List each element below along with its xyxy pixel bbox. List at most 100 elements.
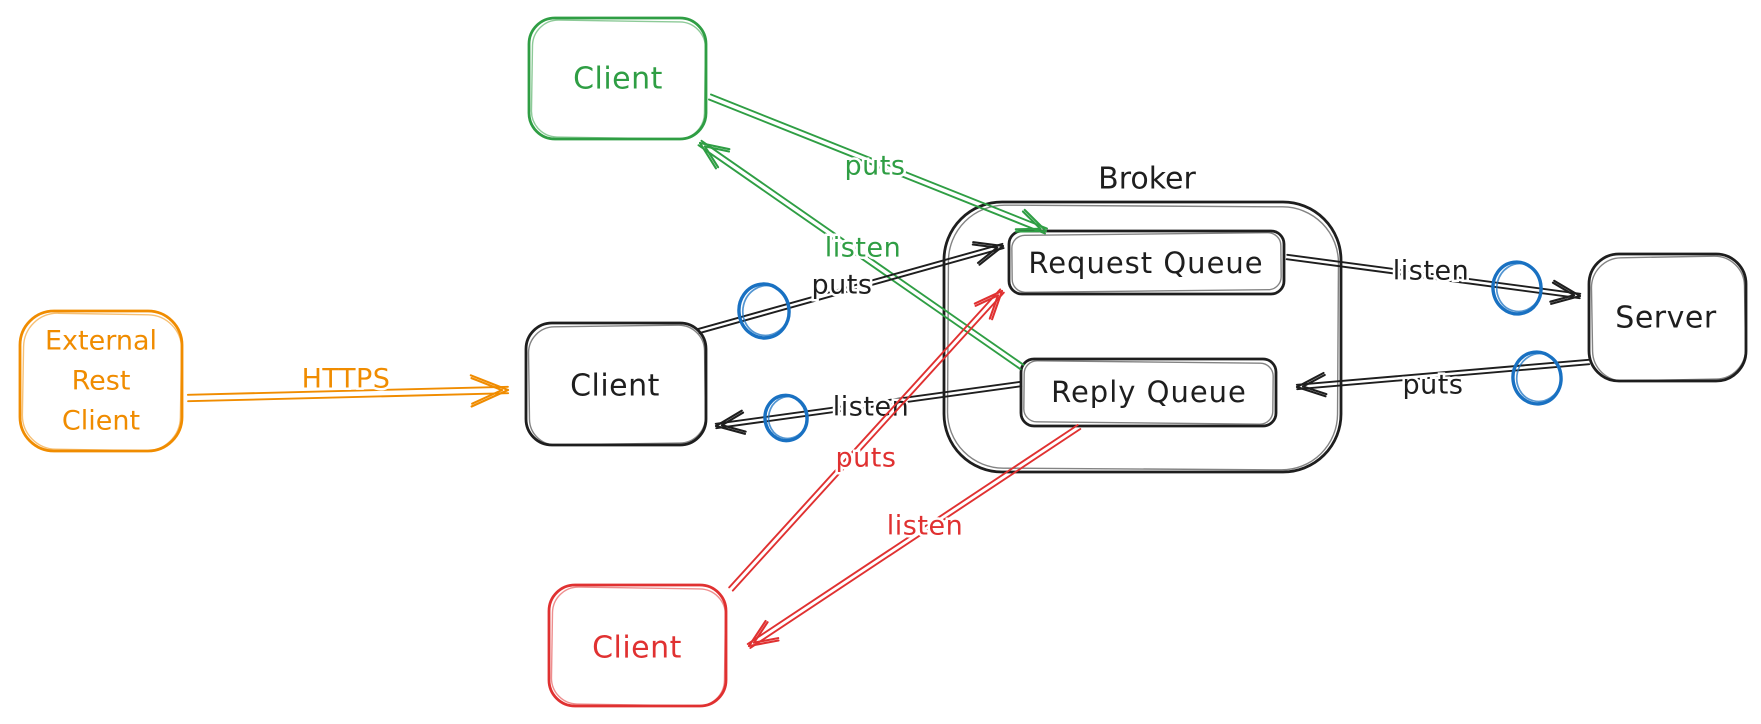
black-listen-right-arrowhead [1551,281,1576,297]
orange-https-arrowhead [469,374,510,392]
green-listen-arrowhead [698,141,718,170]
black-puts-right-arrowhead [1295,371,1325,389]
arrow-black-listen-right[interactable]: listen [1285,253,1582,317]
client-green-border[interactable] [527,16,708,141]
broker-border[interactable] [942,200,1343,474]
external-client-border-sketch [21,312,183,452]
server-border[interactable] [1587,252,1748,383]
orange-https-arrowhead [470,388,510,408]
message-circle-sketch [741,284,791,337]
external-client-border[interactable] [18,309,184,453]
arrow-red-listen[interactable]: listen [746,424,1082,649]
message-circle[interactable] [762,393,810,444]
request-queue-border-sketch [1011,232,1282,293]
reply-queue-border[interactable] [1019,357,1278,428]
black-listen-left-line [715,385,1023,430]
broker-border-sketch [946,204,1340,471]
green-listen-arrowhead [698,141,731,151]
red-listen-line [749,428,1082,649]
arrow-black-puts-left[interactable]: puts [697,241,1005,341]
black-listen-left-arrowhead [720,424,747,433]
red-puts-line [728,288,1002,589]
message-circle[interactable] [1510,349,1565,407]
client-green-border-sketch [530,19,707,140]
red-puts-arrowhead [973,289,1004,305]
black-puts-left-arrowhead [978,244,1005,266]
black-listen-right-arrowhead [1550,294,1582,305]
arrow-black-puts-right[interactable]: puts [1295,349,1591,407]
red-puts-label: puts [836,443,897,474]
request-queue-border[interactable] [1007,229,1286,296]
box-client-black[interactable]: Client [524,321,708,447]
client-red-border-sketch [550,586,727,707]
green-puts-arrowhead [1021,210,1042,230]
black-puts-left-arrowhead [976,246,999,264]
black-listen-left-arrowhead [720,411,745,427]
box-server[interactable]: Server [1587,252,1748,383]
black-puts-right-arrowhead [1301,385,1328,396]
client-red-border[interactable] [547,583,728,708]
black-puts-left-arrowhead [972,241,1005,248]
black-listen-left-arrowhead [714,424,747,435]
arrow-red-puts[interactable]: puts [728,288,1005,592]
box-request-queue[interactable]: Request Queue [1007,229,1286,296]
green-puts-line [710,93,1048,230]
black-listen-right-arrowhead [1549,294,1576,303]
red-listen-arrowhead [747,619,767,648]
red-listen-label: listen [887,511,963,542]
green-listen-arrowhead [703,145,720,169]
arrow-orange-https[interactable]: HTTPS [186,361,510,408]
orange-https-arrowhead [470,377,504,392]
external-client-label-line2: Rest [72,366,131,397]
green-listen-arrowhead [703,145,731,153]
broker-label: Broker [1098,162,1196,197]
green-listen-line [700,139,1025,366]
black-puts-right-arrowhead [1295,385,1327,398]
orange-https-label: HTTPS [302,364,391,395]
box-reply-queue[interactable]: Reply Queue [1019,357,1278,428]
arrow-black-listen-left[interactable]: listen [714,380,1023,444]
box-client-red[interactable]: Client [547,583,728,708]
reply-queue-label: Reply Queue [1051,375,1247,409]
box-external-rest-client[interactable]: External Rest Client [18,309,184,453]
green-puts-arrowhead [1023,208,1048,233]
server-border-sketch [1590,255,1747,382]
black-puts-right-line [1296,363,1591,391]
box-broker[interactable]: Broker [942,162,1343,474]
black-puts-left-line [698,247,1005,335]
client-black-border-sketch [527,324,707,446]
black-listen-right-line [1286,253,1582,295]
request-queue-label: Request Queue [1028,246,1263,280]
client-black-label: Client [570,369,660,404]
box-client-green[interactable]: Client [527,16,708,141]
red-puts-arrowhead [991,289,1004,321]
external-client-label-line3: Client [62,406,140,437]
green-puts-line [708,98,1046,235]
message-circle-sketch [1515,352,1563,403]
black-puts-left-arrowhead [971,243,999,249]
reply-queue-border-sketch [1023,360,1274,425]
green-puts-arrowhead [1014,229,1048,233]
orange-https-line [187,392,510,403]
message-circle-sketch [767,395,809,440]
black-listen-right-line [1285,258,1581,300]
external-client-label-line1: External [45,326,157,357]
server-label: Server [1615,301,1717,336]
green-listen-label: listen [825,233,901,264]
black-puts-right-arrowhead [1301,373,1326,388]
orange-https-arrowhead [471,389,504,405]
red-listen-line [746,424,1079,645]
black-puts-right-line [1295,358,1590,386]
green-puts-label: puts [845,151,906,182]
arrow-green-puts[interactable]: puts [708,93,1048,235]
red-puts-arrowhead [988,294,1000,320]
orange-https-line [186,385,509,396]
client-red-label: Client [592,631,682,666]
black-listen-left-arrowhead [714,409,743,428]
red-puts-line [731,291,1005,592]
client-black-border[interactable] [524,321,708,447]
black-listen-right-label: listen [1393,256,1469,287]
black-puts-left-label: puts [812,270,873,301]
